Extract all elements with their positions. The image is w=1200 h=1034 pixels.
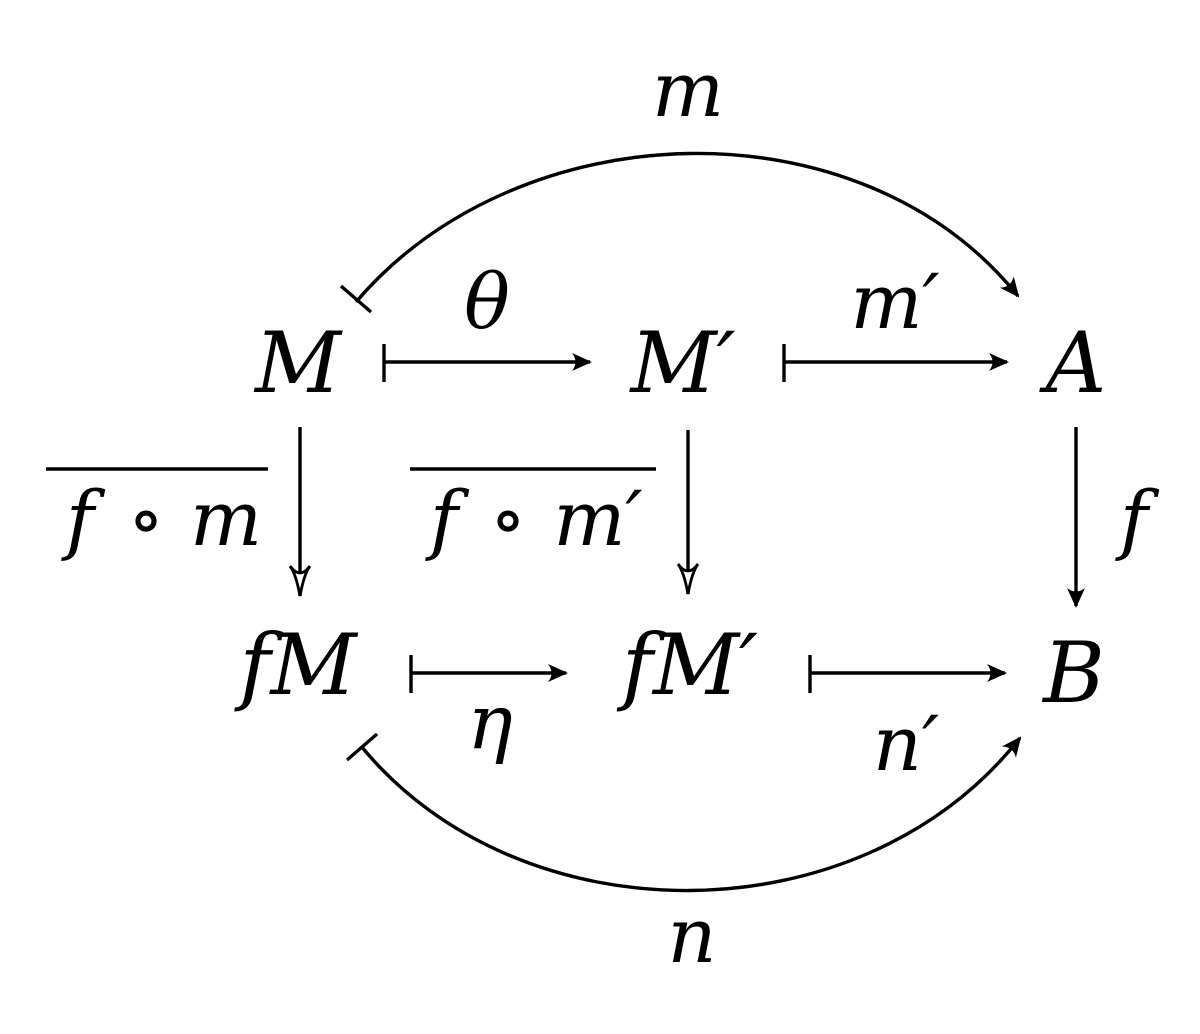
arrow-n	[345, 732, 1022, 893]
arrow-m	[339, 151, 1020, 314]
node-fM: fM	[233, 616, 358, 714]
node-M: M	[253, 314, 343, 412]
label-f-circ-m-f: f	[61, 474, 106, 563]
arrow-m-shaft	[354, 151, 1020, 304]
arrow-eta	[409, 655, 568, 693]
arrow-n-tail-bar	[345, 732, 379, 762]
label-theta: θ	[464, 257, 510, 346]
label-eta: η	[467, 677, 513, 766]
label-n: n	[668, 891, 717, 980]
label-f-circ-m-m: m	[190, 474, 262, 563]
label-m-prime: m′	[850, 257, 939, 346]
label-f: f	[1115, 474, 1160, 563]
node-M-prime: M′	[628, 314, 735, 412]
arrow-m-tail-bar	[339, 284, 373, 314]
arrow-m-prime	[782, 344, 1009, 382]
node-fM-prime: fM′	[616, 616, 758, 714]
label-f-circ-m-prime-f: f	[425, 474, 470, 563]
label-m: m	[652, 45, 724, 134]
label-f-circ-m-circ: ∘	[127, 474, 164, 563]
label-n-prime: n′	[873, 699, 939, 788]
node-A: A	[1039, 314, 1107, 412]
arrow-n-shaft	[359, 736, 1022, 893]
label-f-circ-m: f ∘ m	[61, 474, 262, 563]
arrow-n-prime	[808, 655, 1007, 693]
node-B: B	[1041, 624, 1105, 722]
label-f-circ-m-prime: f ∘ m′	[425, 474, 643, 563]
arrow-theta	[382, 344, 592, 382]
label-f-circ-m-prime-m: m′	[553, 474, 642, 563]
label-f-circ-m-prime-circ: ∘	[489, 474, 526, 563]
